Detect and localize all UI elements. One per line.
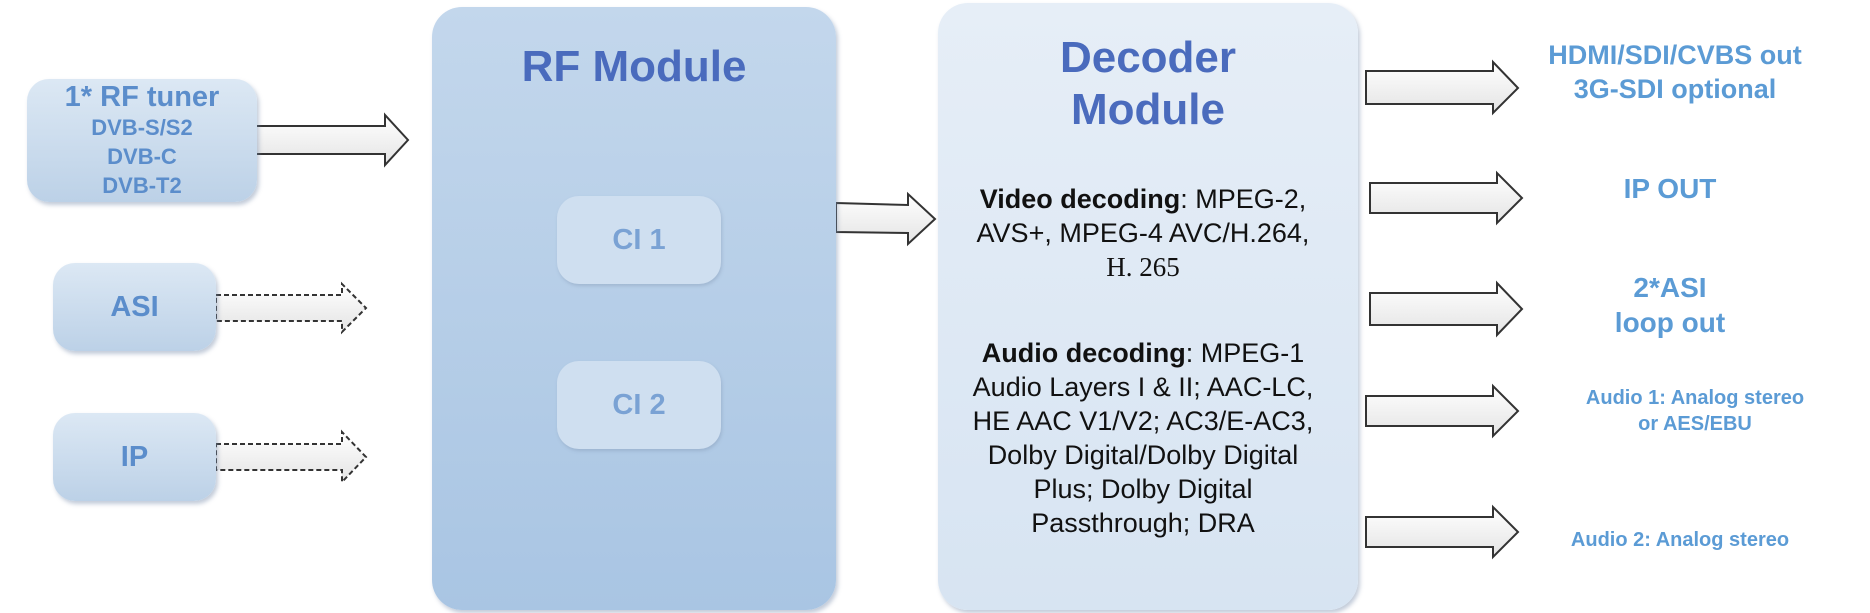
rf-tuner-dvb-t2: DVB-T2 [102, 173, 182, 198]
arrow-out-audio2 [1365, 504, 1520, 560]
arrow-rf-tuner [255, 112, 410, 168]
ci2-slot: CI 2 [557, 361, 721, 449]
asi-input-label: ASI [110, 290, 159, 323]
rf-module-box [432, 7, 836, 610]
arrow-asi [215, 281, 368, 335]
video-decoding-text1: : MPEG-2, [1180, 184, 1307, 214]
rf-tuner-title: 1* RF tuner [64, 81, 220, 113]
rf-tuner-dvb-c: DVB-C [107, 144, 177, 169]
audio-decoding-label: Audio decoding [981, 338, 1186, 368]
arrow-out-ip [1369, 170, 1524, 226]
decoder-title-line1: Decoder [1059, 33, 1237, 82]
output-ip-label: IP OUT [1560, 173, 1780, 205]
audio-decoding-text2: Audio Layers I & II; AAC-LC, [972, 372, 1314, 402]
decoder-module-title: Decoder Module [938, 32, 1358, 136]
ip-input-box: IP [53, 413, 216, 501]
ci2-label: CI 2 [612, 388, 666, 421]
output-audio2-text: Audio 2: Analog stereo [1570, 529, 1790, 551]
ip-input-label: IP [120, 440, 149, 473]
audio-decoding-text4: Dolby Digital/Dolby Digital [987, 440, 1299, 470]
output-asi-line2: loop out [1614, 307, 1726, 338]
arrow-out-hdmi [1365, 59, 1520, 116]
output-asi-label: 2*ASI loop out [1560, 270, 1780, 340]
output-audio1-label: Audio 1: Analog stereo or AES/EBU [1555, 385, 1835, 437]
ci1-slot: CI 1 [557, 196, 721, 284]
output-audio2-label: Audio 2: Analog stereo [1535, 529, 1825, 552]
output-audio1-line2: or AES/EBU [1638, 413, 1752, 435]
output-audio1-line1: Audio 1: Analog stereo [1585, 387, 1805, 409]
output-ip-text: IP OUT [1623, 173, 1717, 204]
asi-input-box: ASI [53, 263, 216, 351]
video-decoding-text3: H. 265 [1106, 252, 1180, 282]
video-decoding-text: Video decoding: MPEG-2, AVS+, MPEG-4 AVC… [948, 182, 1338, 284]
output-asi-line1: 2*ASI [1633, 272, 1707, 303]
audio-decoding-text1: : MPEG-1 [1185, 338, 1305, 368]
output-hdmi-line1: HDMI/SDI/CVBS out [1548, 40, 1802, 70]
ci1-label: CI 1 [612, 223, 666, 256]
audio-decoding-text: Audio decoding: MPEG-1 Audio Layers I & … [948, 336, 1338, 540]
audio-decoding-text6: Passthrough; DRA [1031, 508, 1255, 538]
audio-decoding-text5: Plus; Dolby Digital [1033, 474, 1253, 504]
rf-module-title: RF Module [521, 42, 747, 91]
arrow-out-audio1 [1365, 383, 1520, 439]
output-hdmi-line2: 3G-SDI optional [1573, 74, 1777, 104]
arrow-ip [215, 429, 368, 485]
output-hdmi-label: HDMI/SDI/CVBS out 3G-SDI optional [1520, 38, 1830, 106]
arrow-out-asi [1369, 280, 1524, 338]
arrow-rf-to-decoder [835, 191, 937, 247]
decoder-title-line2: Module [1071, 85, 1225, 134]
rf-tuner-box: 1* RF tuner DVB-S/S2 DVB-C DVB-T2 [27, 79, 257, 202]
decoder-module-box [938, 3, 1358, 610]
video-decoding-text2: AVS+, MPEG-4 AVC/H.264, [976, 218, 1310, 248]
rf-tuner-dvb-s: DVB-S/S2 [91, 115, 193, 140]
video-decoding-label: Video decoding [979, 184, 1181, 214]
audio-decoding-text3: HE AAC V1/V2; AC3/E-AC3, [972, 406, 1314, 436]
